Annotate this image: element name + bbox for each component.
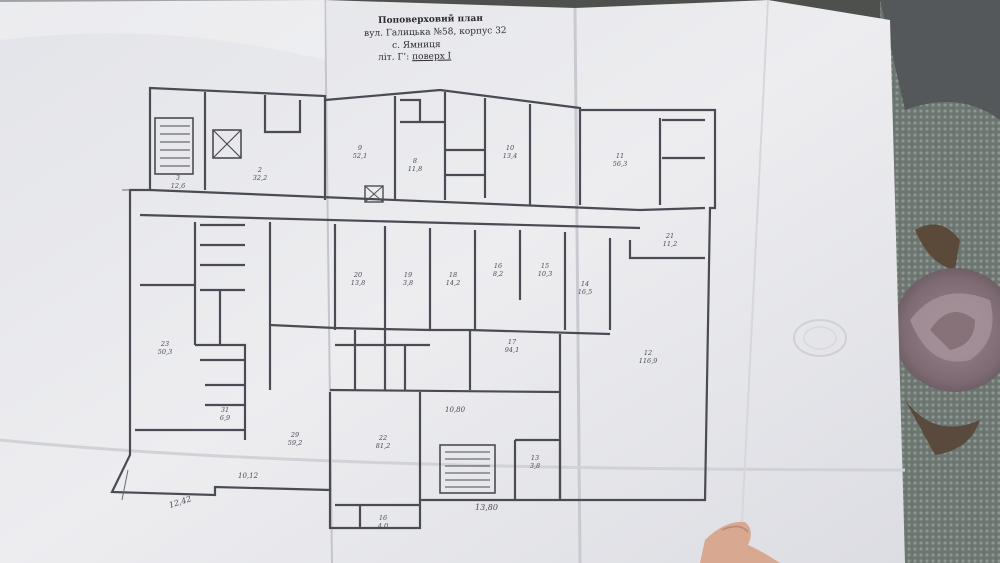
sheet-floor: поверх I bbox=[412, 51, 452, 63]
room-number: 13 bbox=[531, 454, 539, 462]
room-area: 6,9 bbox=[220, 414, 230, 422]
room-number: 16 bbox=[379, 514, 387, 522]
room-area: 4,0 bbox=[377, 522, 388, 530]
room-number: 18 bbox=[449, 271, 457, 279]
room-number: 12 bbox=[644, 349, 652, 357]
svg-text:3: 3 bbox=[176, 174, 180, 182]
room-number: 21 bbox=[665, 232, 674, 240]
room-area: 59,2 bbox=[288, 439, 302, 447]
room-number: 10 bbox=[506, 144, 514, 152]
room-area: 3,8 bbox=[403, 279, 413, 287]
room-area: 12,6 bbox=[171, 182, 185, 190]
plan-village: с. Ямниця bbox=[392, 39, 441, 51]
plan-sheet: літ. Г’: поверх I bbox=[378, 51, 451, 63]
rose-decoration bbox=[893, 224, 1000, 455]
room-area: 10,3 bbox=[538, 270, 552, 278]
room-area: 13,8 bbox=[351, 279, 365, 287]
room-number: 23 bbox=[160, 340, 169, 348]
room-area: 11,8 bbox=[408, 165, 422, 173]
room-area: 116,9 bbox=[639, 357, 658, 365]
room-area: 13,4 bbox=[503, 152, 517, 160]
room-number: 3 bbox=[176, 174, 180, 182]
room-area: 16,5 bbox=[578, 288, 592, 296]
room-area: 11,2 bbox=[663, 240, 677, 248]
room-area: 14,2 bbox=[446, 279, 460, 287]
room-area: 32,2 bbox=[253, 174, 267, 182]
dimension-bottom-total: 13,80 bbox=[475, 503, 498, 512]
room-number: 31 bbox=[221, 406, 229, 414]
sheet-prefix: літ. Г’: bbox=[378, 52, 413, 63]
room-area: 94,1 bbox=[505, 346, 519, 354]
room-number: 17 bbox=[508, 338, 517, 346]
room-area: 81,2 bbox=[376, 442, 390, 450]
room-number: 11 bbox=[616, 152, 624, 160]
dimension-south-wall: 10,12 bbox=[238, 472, 259, 480]
room-number: 16 bbox=[494, 262, 502, 270]
hand bbox=[700, 521, 780, 563]
room-number: 15 bbox=[541, 262, 549, 270]
floor-plan-drawing bbox=[110, 86, 717, 530]
room-number: 20 bbox=[353, 271, 362, 279]
room-number: 29 bbox=[290, 431, 299, 439]
room-number: 2 bbox=[257, 166, 262, 174]
room-number: 22 bbox=[378, 434, 387, 442]
floor-plan-sheet bbox=[0, 0, 906, 563]
room-area: 8,2 bbox=[493, 270, 503, 278]
room-area: 56,3 bbox=[613, 160, 627, 168]
room-number: 19 bbox=[404, 271, 412, 279]
room-labels: 3 12,6 2 32,2 9 52,1 8 11,8 10 13,4 11 5… bbox=[158, 144, 677, 530]
room-area: 3,8 bbox=[530, 462, 540, 470]
room-number: 9 bbox=[358, 144, 362, 152]
room-area: 50,3 bbox=[158, 348, 172, 356]
dimension-north-inner: 10,80 bbox=[445, 406, 466, 414]
room-area: 52,1 bbox=[353, 152, 367, 160]
room-number: 14 bbox=[581, 280, 589, 288]
room-number: 8 bbox=[413, 157, 417, 165]
